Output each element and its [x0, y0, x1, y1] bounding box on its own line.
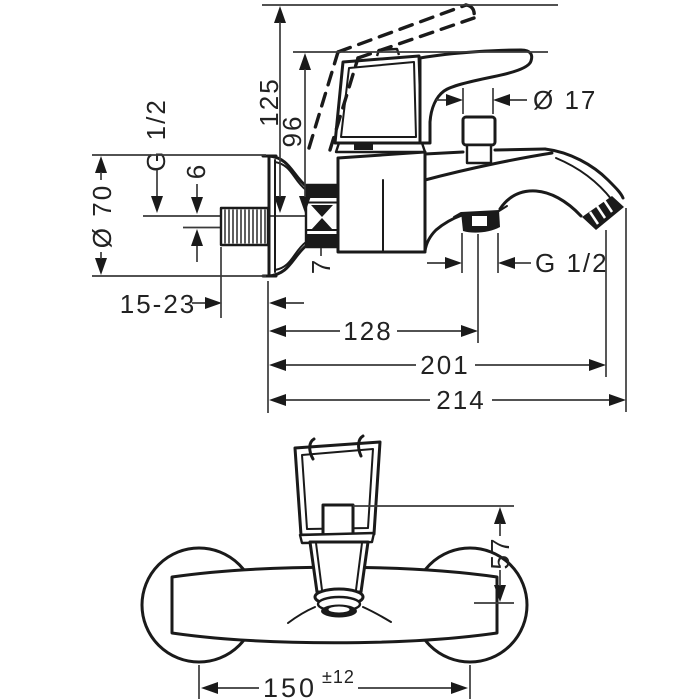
dim-128-label: 128	[343, 316, 392, 346]
shower-outlet-valve	[453, 205, 508, 233]
front-handle	[293, 434, 382, 537]
valve-body	[336, 150, 427, 254]
dim-6: 6	[181, 163, 211, 262]
dim-96-label: 96	[277, 115, 307, 148]
front-spout	[287, 540, 392, 624]
front-view: 57 150 ±12	[140, 434, 529, 700]
dim-outlet-thread: G 1/2	[427, 233, 609, 278]
front-diverter-knob	[321, 503, 355, 537]
dim-214: 214	[269, 385, 626, 415]
dim-96: 96	[277, 51, 548, 213]
handle-hook-right	[357, 434, 365, 458]
wall-thread-nipple	[219, 206, 270, 247]
dim-wall-thread: G 1/2	[141, 98, 171, 213]
dim-15-23: 15-23	[120, 289, 304, 319]
thread-hatch	[224, 209, 266, 244]
handle	[333, 47, 534, 154]
water-trace-right	[362, 606, 392, 623]
extension-lines	[220, 208, 627, 413]
dim-dia-70: Ø 70	[87, 154, 266, 277]
dim-dia70-label: Ø 70	[87, 184, 117, 248]
escutcheon	[261, 154, 309, 278]
front-aerator	[313, 587, 365, 618]
dim-125: 125	[254, 4, 558, 213]
dim-150: 150 ±12	[198, 665, 471, 700]
handle-stop	[354, 142, 373, 150]
wall-thread-label: G 1/2	[141, 98, 171, 172]
dim-201: 201	[269, 350, 606, 380]
handle-lever	[418, 48, 534, 145]
union-nut	[304, 183, 340, 249]
dim-dia-17: Ø 17	[436, 85, 597, 115]
dim-150-label: 150	[263, 673, 317, 700]
dim-dia17-label: Ø 17	[533, 85, 597, 115]
dim-6-label: 6	[181, 163, 211, 179]
outlet-thread-label: G 1/2	[535, 248, 609, 278]
dim-128: 128	[269, 316, 478, 346]
dim-201-label: 201	[420, 350, 469, 380]
diverter-knob	[461, 115, 497, 165]
dim-15-23-label: 15-23	[120, 289, 197, 319]
dim-57: 57	[353, 505, 515, 604]
dim-150-tolerance-label: ±12	[322, 667, 355, 687]
side-view: 125 96 6 G 1/2 Ø 70	[87, 3, 627, 415]
dim-7: 7	[306, 248, 336, 274]
spout	[423, 147, 625, 253]
dim-7-label: 7	[306, 258, 336, 274]
dim-57-label: 57	[485, 537, 515, 570]
dim-214-label: 214	[436, 385, 485, 415]
aerator	[582, 196, 624, 230]
dim-125-label: 125	[254, 77, 284, 126]
water-trace-left	[287, 606, 316, 624]
handle-hook-left	[308, 437, 316, 461]
